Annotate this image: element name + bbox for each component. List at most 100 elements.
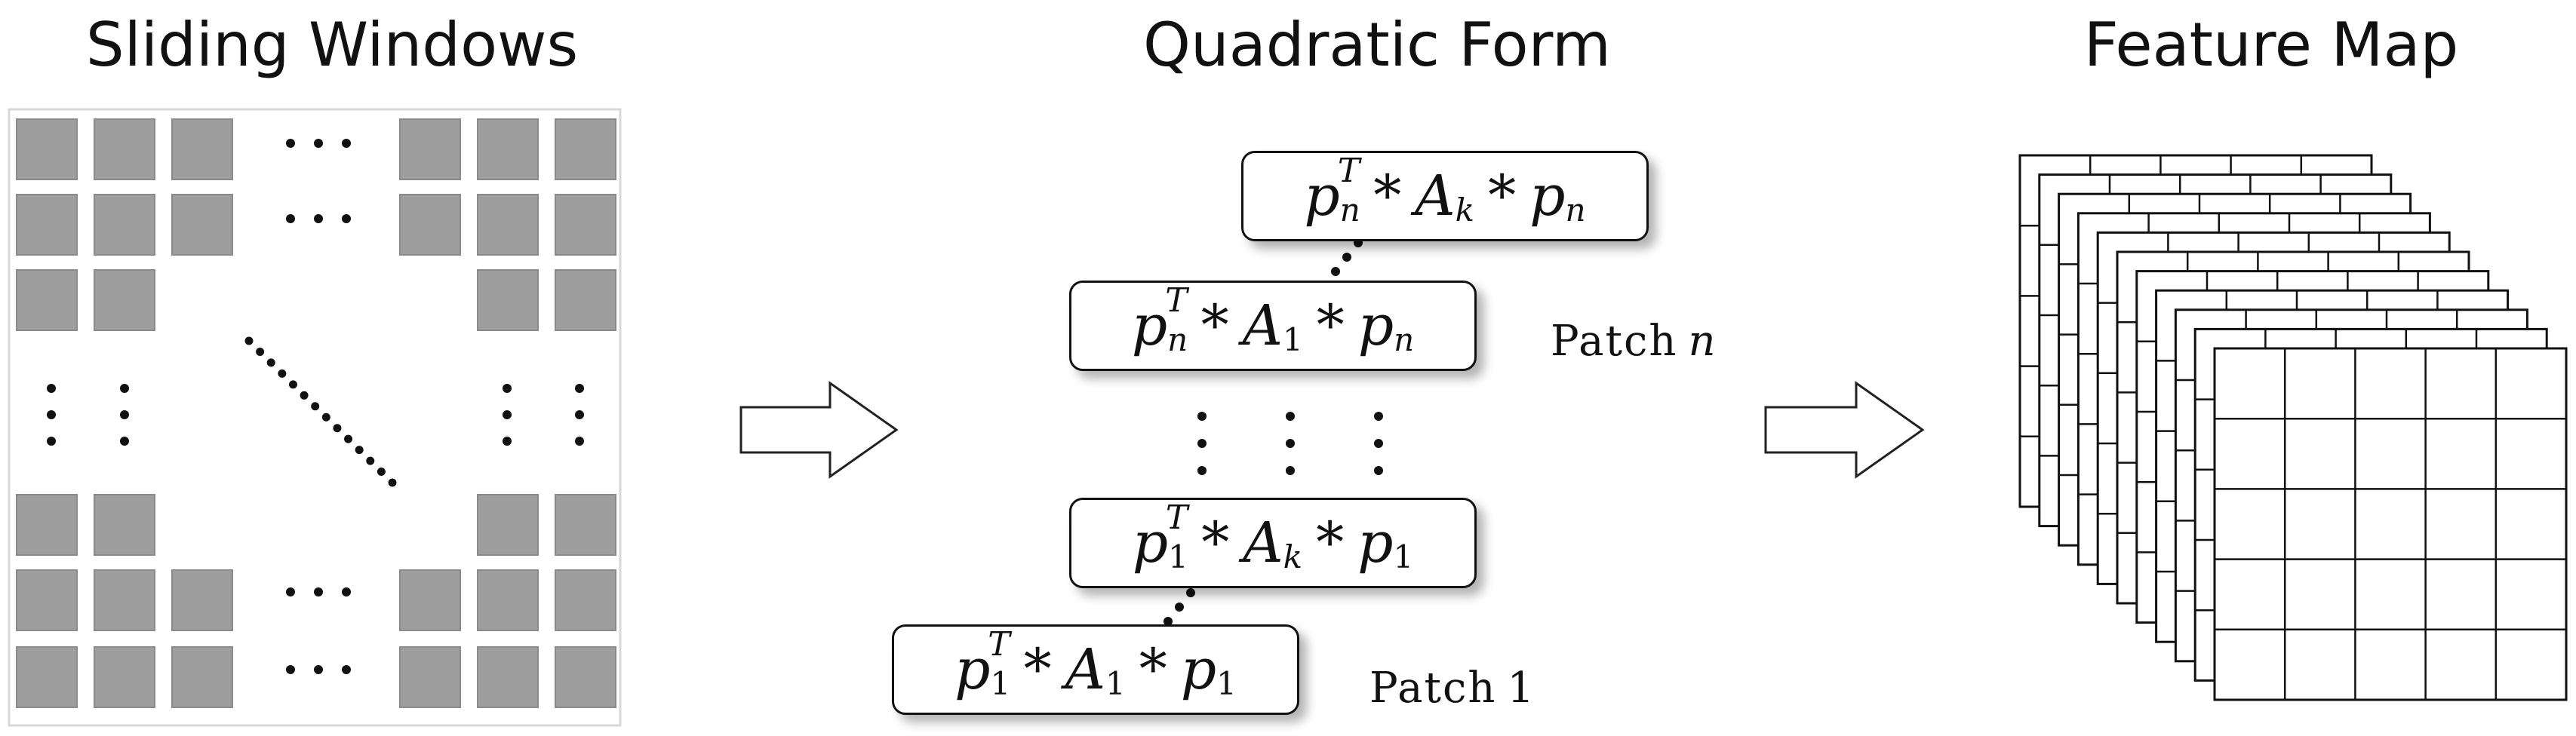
patch-word: Patch xyxy=(1369,664,1497,713)
window-cell xyxy=(16,194,78,256)
window-cell xyxy=(16,569,78,631)
horizontal-ellipsis-icon xyxy=(286,139,351,148)
feature-map-title: Feature Map xyxy=(2083,10,2459,80)
window-cell xyxy=(94,646,155,708)
patch-index: n xyxy=(1688,317,1717,366)
formula-matrix: A xyxy=(1242,293,1283,358)
window-cells xyxy=(16,118,616,708)
formula-p-subscript: 1 xyxy=(990,664,1011,702)
window-cell xyxy=(16,494,78,556)
window-cell xyxy=(94,194,155,256)
diagonal-dot xyxy=(366,456,375,465)
formula-q-subscript: 1 xyxy=(1216,664,1237,702)
window-cell xyxy=(399,569,461,631)
diagonal-dot xyxy=(388,478,397,487)
formula-operator: * xyxy=(1200,293,1229,358)
diagonal-dot xyxy=(355,446,364,455)
diagonal-dot xyxy=(321,412,330,422)
formula-operator: * xyxy=(1488,164,1517,228)
formula-matrix-subscript: 1 xyxy=(1105,664,1126,702)
formula-operator: * xyxy=(1023,637,1052,702)
formula-q: p xyxy=(1357,511,1394,575)
formula-matrix: A xyxy=(1243,511,1283,575)
diagonal-dot xyxy=(300,391,309,400)
formula-q: p xyxy=(1180,637,1217,702)
window-cell xyxy=(399,646,461,708)
window-cell xyxy=(94,269,155,331)
vertical-ellipsis-icon xyxy=(503,384,512,446)
diagonal-dot xyxy=(266,358,275,367)
diagonal-dot xyxy=(344,434,353,443)
formula-matrix: A xyxy=(1065,637,1106,702)
formula-p-subscript: n xyxy=(1339,191,1360,228)
window-cell xyxy=(555,118,616,180)
window-cell xyxy=(16,118,78,180)
diagonal-dot xyxy=(256,347,265,356)
window-cell xyxy=(555,569,616,631)
horizontal-ellipsis-icon xyxy=(286,587,351,596)
formula-matrix-subscript: k xyxy=(1283,538,1303,575)
quadratic-form-title: Quadratic Form xyxy=(1143,10,1611,80)
formula-q-subscript: n xyxy=(1565,191,1586,228)
formula-operator: * xyxy=(1201,511,1230,575)
formula-q-subscript: n xyxy=(1394,320,1415,358)
formula-p: p xyxy=(1304,164,1340,228)
feature-map-front-layer xyxy=(2213,347,2568,701)
vertical-ellipsis-icon xyxy=(1374,412,1383,475)
window-cell xyxy=(477,494,539,556)
feature-map-layers xyxy=(2018,154,2568,701)
window-cell xyxy=(555,646,616,708)
window-cell xyxy=(555,194,616,256)
diagonal-dot xyxy=(333,424,342,433)
diagonal-dot xyxy=(244,336,254,345)
window-cell xyxy=(555,269,616,331)
diagonal-dot xyxy=(278,369,287,378)
formula-p: p xyxy=(1131,293,1168,358)
diagonal-dot xyxy=(377,468,386,477)
vertical-ellipsis-icon xyxy=(1286,412,1295,475)
window-cell xyxy=(171,569,233,631)
formula-operator: * xyxy=(1373,164,1402,228)
formula-matrix: A xyxy=(1415,164,1456,228)
grid-border xyxy=(8,108,622,727)
formula-transpose: T xyxy=(1337,151,1360,190)
window-cell xyxy=(171,118,233,180)
vertical-ellipsis-icon xyxy=(1197,412,1207,475)
horizontal-ellipsis-icon xyxy=(286,665,351,674)
formula-q: p xyxy=(1529,164,1566,228)
diagonal-dot xyxy=(311,402,320,411)
window-cell xyxy=(477,118,539,180)
window-cell xyxy=(171,194,233,256)
formula-transpose: T xyxy=(1165,498,1188,537)
formula-p: p xyxy=(1132,511,1169,575)
vertical-ellipsis-icon xyxy=(575,384,584,446)
window-cell xyxy=(94,569,155,631)
diagonal-ellipsis-icon xyxy=(244,336,397,487)
window-cell xyxy=(94,494,155,556)
window-cell xyxy=(399,118,461,180)
vertical-ellipsis-icon xyxy=(120,384,129,446)
window-cell xyxy=(171,646,233,708)
formula-operator: * xyxy=(1316,293,1345,358)
vertical-ellipsis-icon xyxy=(47,384,56,446)
window-cell xyxy=(477,569,539,631)
diagonal-dot xyxy=(288,380,297,389)
formula-p-subscript: 1 xyxy=(1168,538,1188,575)
patch-index: 1 xyxy=(1507,664,1536,713)
formula-p: p xyxy=(954,637,991,702)
formula-p-subscript: n xyxy=(1167,320,1188,358)
formula-transpose: T xyxy=(988,624,1010,664)
window-cell xyxy=(399,194,461,256)
patch-word: Patch xyxy=(1551,317,1678,366)
sliding-windows-grid xyxy=(8,108,622,727)
window-cell xyxy=(477,194,539,256)
formula-q-subscript: 1 xyxy=(1393,538,1414,575)
window-cell xyxy=(16,269,78,331)
formula-q: p xyxy=(1357,293,1394,358)
